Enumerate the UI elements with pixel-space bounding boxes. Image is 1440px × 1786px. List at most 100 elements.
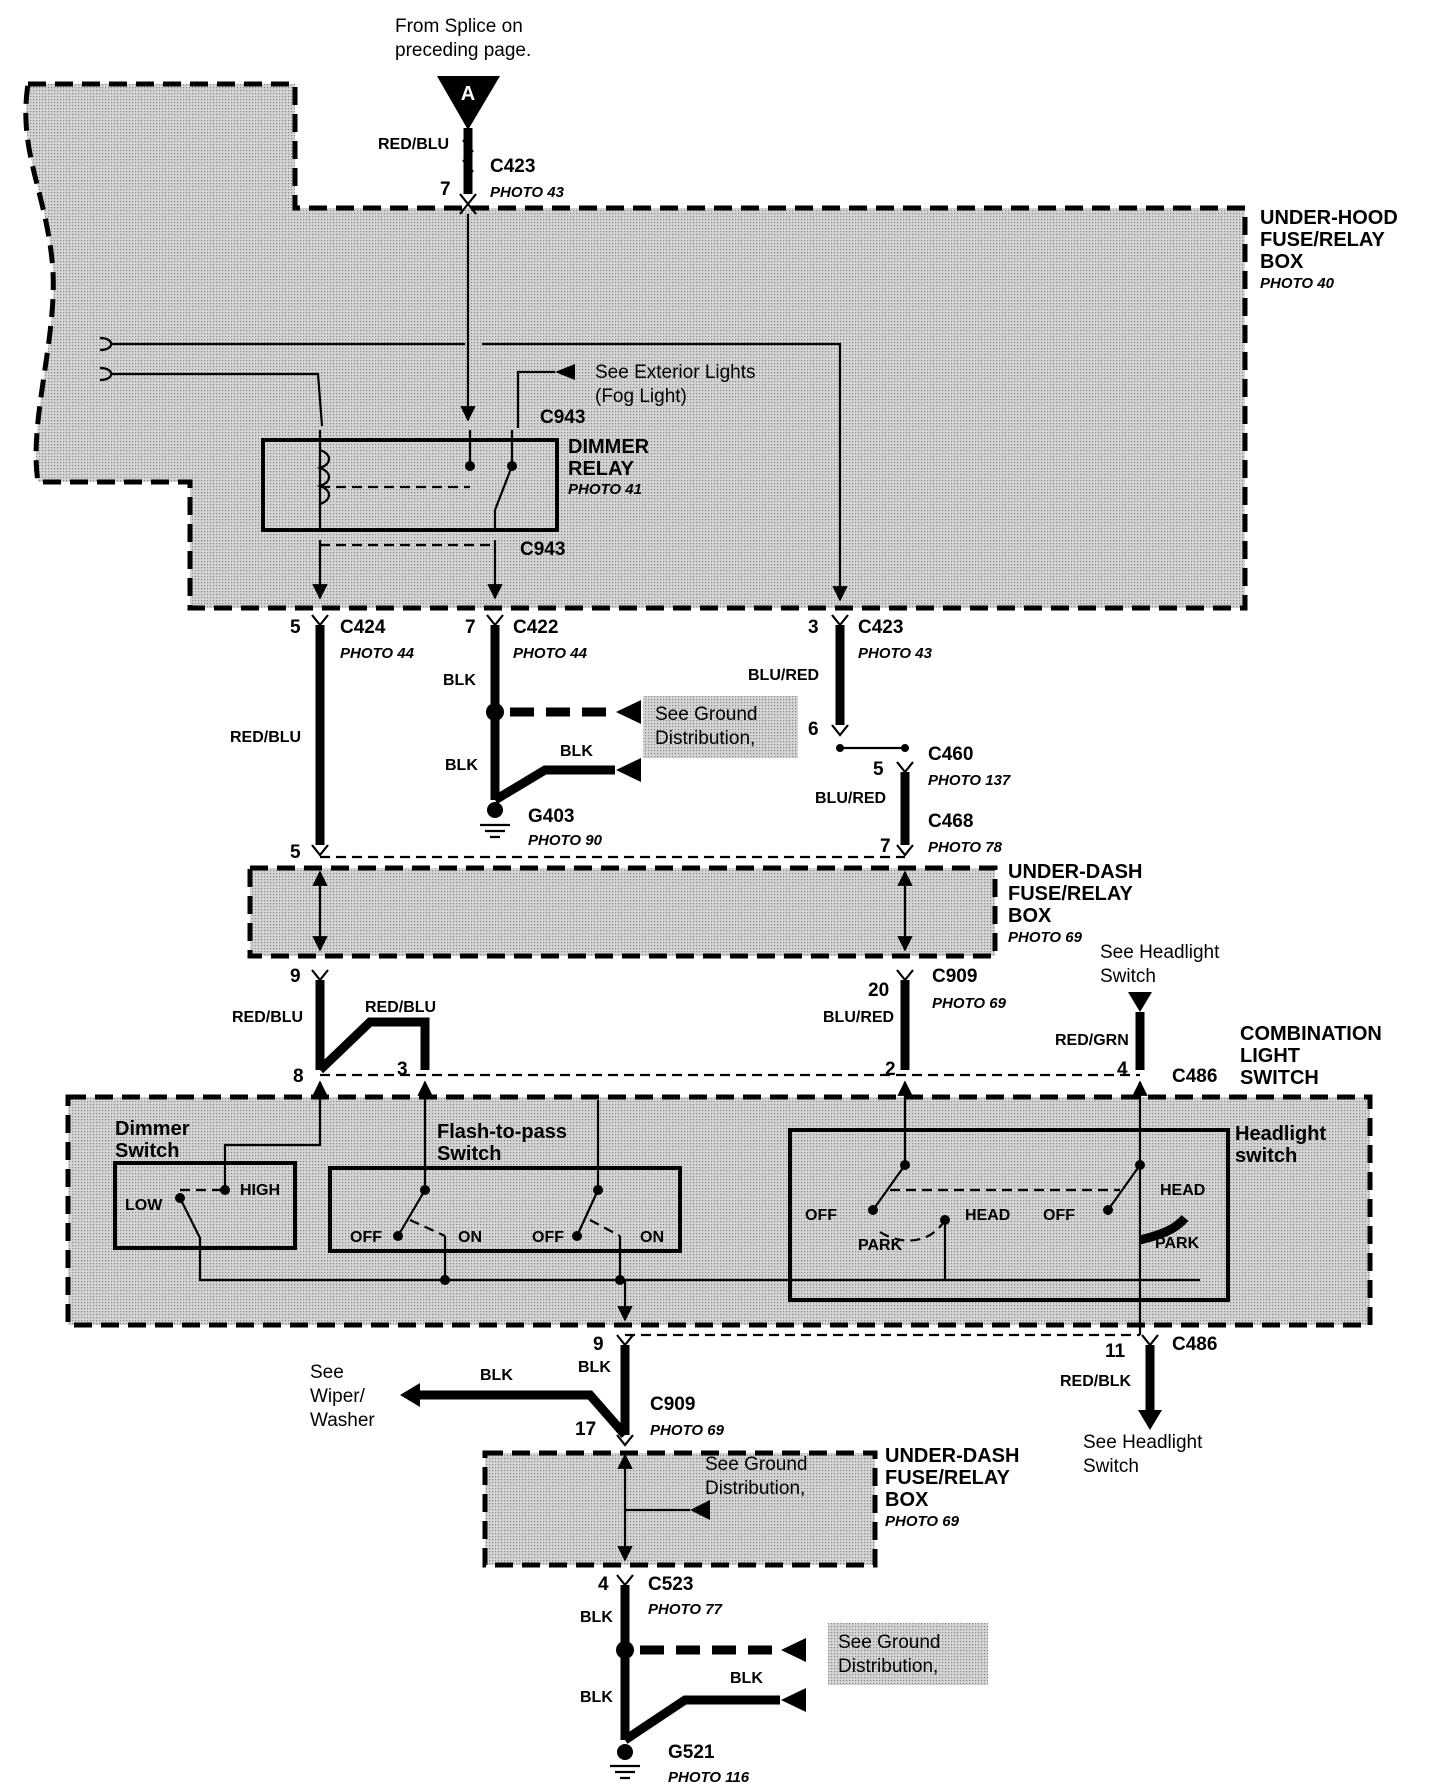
hl-off-2: OFF (1043, 1207, 1075, 1224)
wire-blk-4: BLK (578, 1359, 611, 1376)
see-ground-3-line-1: See Ground (838, 1632, 940, 1653)
see-wiper-2: Wiper/ (310, 1386, 366, 1407)
underdash-1-title-3: BOX (1008, 905, 1052, 927)
c909-b-photo: PHOTO 69 (650, 1422, 725, 1439)
dimmer-switch-title-1: Dimmer (115, 1118, 190, 1140)
see-wiper-1: See (310, 1362, 344, 1383)
pin-4: 4 (1117, 1059, 1128, 1080)
see-ground-1-box (643, 696, 798, 758)
c486-b-label: C486 (1172, 1334, 1217, 1355)
top-note-line-2: preceding page. (395, 40, 531, 61)
top-note-line-1: From Splice on (395, 16, 523, 37)
c943-lower: C943 (520, 539, 565, 560)
g521-label: G521 (668, 1742, 715, 1763)
c423-mid-pin: 3 (808, 617, 819, 638)
combination-title-2: LIGHT (1240, 1045, 1300, 1067)
wire-blk-5: BLK (480, 1367, 513, 1384)
c523-label: C523 (648, 1574, 693, 1595)
wire-red-grn: RED/GRN (1055, 1032, 1129, 1049)
see-ground-3-line-2: Distribution, (838, 1656, 938, 1677)
c468-photo: PHOTO 78 (928, 839, 1003, 856)
dimmer-switch-title-2: Switch (115, 1140, 179, 1162)
dimmer-low: LOW (125, 1197, 163, 1214)
c423-mid-label: C423 (858, 617, 903, 638)
flash-on-2: ON (640, 1229, 664, 1246)
flash-on-1: ON (458, 1229, 482, 1246)
underdash-2-title-2: FUSE/RELAY (885, 1467, 1011, 1489)
c909-a-photo: PHOTO 69 (932, 995, 1007, 1012)
dimmer-relay-photo: PHOTO 41 (568, 481, 642, 498)
c423-top-label: C423 (490, 156, 535, 177)
combination-title-3: SWITCH (1240, 1067, 1319, 1089)
c909-a-label: C909 (932, 966, 977, 987)
underhood-title-2: FUSE/RELAY (1260, 229, 1386, 251)
flash-title-1: Flash-to-pass (437, 1121, 567, 1143)
flash-off-2: OFF (532, 1229, 564, 1246)
see-ground-1-line-1: See Ground (655, 704, 757, 725)
wire-blk-7: BLK (580, 1689, 613, 1706)
connector-a-triangle (437, 76, 500, 130)
c424-pin: 5 (290, 617, 301, 638)
pin-20: 20 (868, 980, 889, 1001)
c909-b-label: C909 (650, 1394, 695, 1415)
pin-9-lower: 9 (593, 1334, 604, 1355)
see-headlight-bottom-2: Switch (1083, 1456, 1139, 1477)
c424-label: C424 (340, 617, 386, 638)
underhood-photo: PHOTO 40 (1260, 275, 1335, 292)
see-ext-lights-1: See Exterior Lights (595, 362, 756, 383)
see-ground-2-line-2: Distribution, (705, 1478, 805, 1499)
wire-blu-red-1: BLU/RED (748, 667, 819, 684)
c468-pin: 7 (880, 836, 891, 857)
c423-top-pin: 7 (440, 179, 451, 200)
underhood-fuse-relay-box (23, 81, 1248, 611)
wire-red-blu-3: RED/BLU (365, 999, 436, 1016)
flash-title-2: Switch (437, 1143, 501, 1165)
wire-blu-red-3: BLU/RED (823, 1009, 894, 1026)
headlight-switch-title-2: switch (1235, 1145, 1297, 1167)
dimmer-high: HIGH (240, 1182, 280, 1199)
hl-head-1: HEAD (965, 1207, 1010, 1224)
dimmer-relay-title-2: RELAY (568, 458, 635, 480)
flash-off-1: OFF (350, 1229, 382, 1246)
c422-pin: 7 (465, 617, 476, 638)
hl-head-2: HEAD (1160, 1182, 1205, 1199)
pin-17: 17 (575, 1419, 596, 1440)
wire-red-blu-top: RED/BLU (378, 136, 449, 153)
wire-blk-1: BLK (443, 672, 476, 689)
underdash-1-title-2: FUSE/RELAY (1008, 883, 1134, 905)
g403-photo: PHOTO 90 (528, 832, 603, 849)
c423-mid-photo: PHOTO 43 (858, 645, 933, 662)
wire-red-blu-2: RED/BLU (232, 1009, 303, 1026)
pin-5-lower: 5 (290, 842, 301, 863)
see-headlight-bottom-1: See Headlight (1083, 1432, 1203, 1453)
wire-blk-8: BLK (730, 1670, 763, 1687)
c424-photo: PHOTO 44 (340, 645, 415, 662)
see-ground-3-box (828, 1623, 988, 1685)
c460-photo: PHOTO 137 (928, 772, 1011, 789)
underdash-1-photo: PHOTO 69 (1008, 929, 1083, 946)
c523-photo: PHOTO 77 (648, 1601, 723, 1618)
wire-red-blk: RED/BLK (1060, 1373, 1132, 1390)
wire-blk-3: BLK (560, 743, 593, 760)
wire-red-blu-1: RED/BLU (230, 729, 301, 746)
c422-label: C422 (513, 617, 558, 638)
dimmer-relay-box (261, 438, 559, 532)
underhood-title-1: UNDER-HOOD (1260, 207, 1398, 229)
pin-8: 8 (293, 1066, 304, 1087)
underdash-1-title-1: UNDER-DASH (1008, 861, 1142, 883)
hl-park-1: PARK (858, 1237, 903, 1254)
pin-3: 3 (397, 1059, 408, 1080)
see-headlight-top-2: Switch (1100, 966, 1156, 987)
wire-blk-2: BLK (445, 757, 478, 774)
see-ext-lights-2: (Fog Light) (595, 386, 687, 407)
g521-photo: PHOTO 116 (668, 1769, 750, 1786)
pin-11: 11 (1105, 1341, 1126, 1362)
wire-blu-red-2: BLU/RED (815, 790, 886, 807)
c423-top-photo: PHOTO 43 (490, 184, 565, 201)
see-ground-1-line-2: Distribution, (655, 728, 755, 749)
c460-label: C460 (928, 744, 973, 765)
flash-to-pass-switch-box (328, 1166, 682, 1253)
see-wiper-3: Washer (310, 1410, 375, 1431)
underhood-title-3: BOX (1260, 251, 1304, 273)
